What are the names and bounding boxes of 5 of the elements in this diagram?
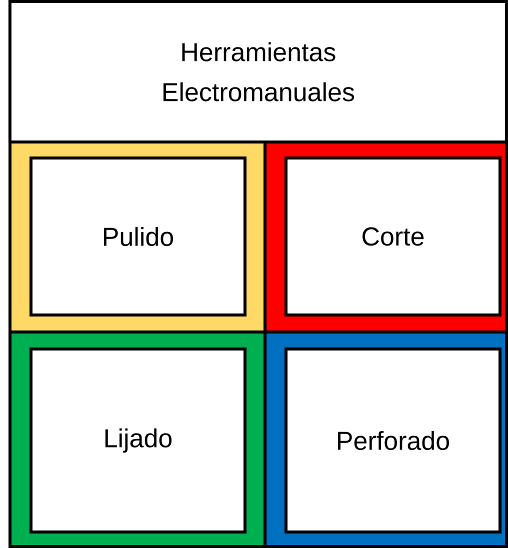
title-box: Herramientas Electromanuales — [8, 0, 508, 144]
category-box: Perforado — [284, 348, 502, 534]
category-box: Corte — [284, 156, 502, 316]
category-box: Pulido — [30, 156, 246, 316]
category-box: Lijado — [30, 348, 246, 534]
